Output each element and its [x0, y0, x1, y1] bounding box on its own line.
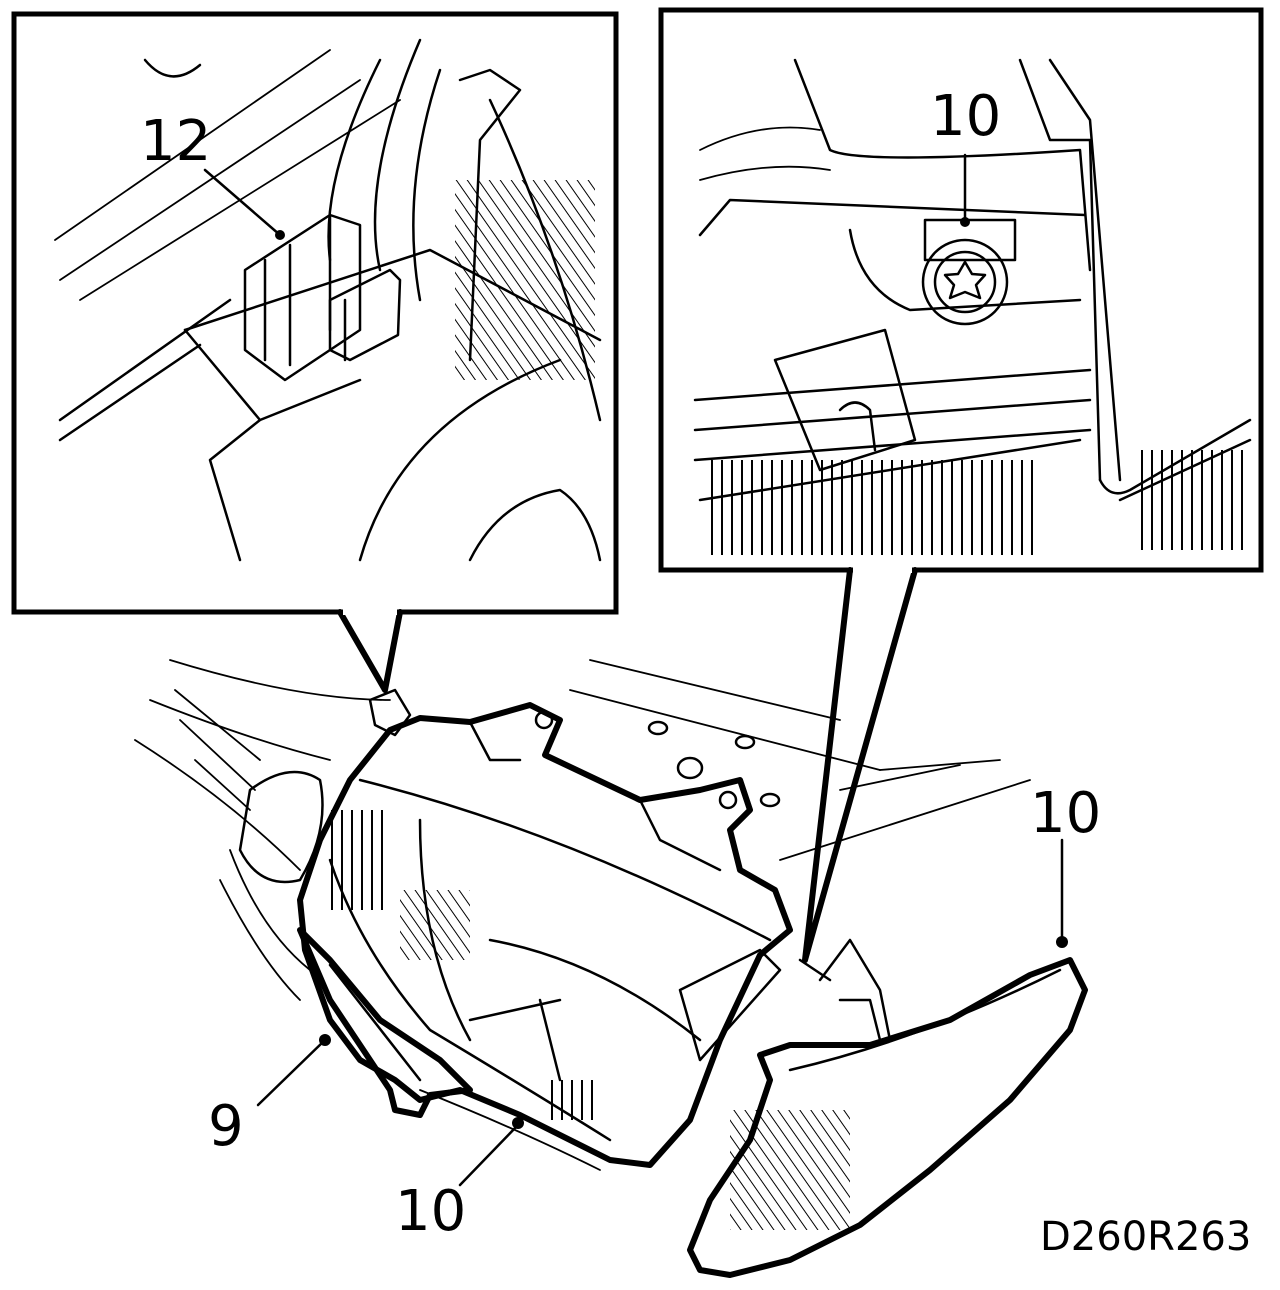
clip-component [243, 213, 402, 382]
headlight-unit [297, 688, 793, 1168]
clip-inset-pointer [337, 609, 403, 693]
clip-inset-frame [11, 11, 619, 615]
corner-lamp [687, 938, 1088, 1278]
label-10-lower: 10 [395, 1179, 466, 1244]
lower-hatched-edge [710, 460, 1040, 555]
corner-lamp-shading [730, 1110, 850, 1230]
label-9: 9 [208, 1094, 244, 1159]
leader-line-9 [256, 1038, 327, 1107]
leader-line-12 [203, 168, 282, 237]
label-12: 12 [140, 109, 211, 174]
car-front-body [134, 659, 1031, 1171]
screw-detail-inset: 10 [658, 7, 1264, 963]
screw-inset-frame [658, 7, 1264, 573]
lens-shading-low [550, 1080, 600, 1120]
lens-shading-left [330, 810, 390, 910]
mounting-bracket [297, 927, 473, 1118]
label-10-corner: 10 [1030, 781, 1101, 846]
clip-detail-inset: 12 [11, 11, 619, 693]
screw-detail-drawing: 10 [693, 58, 1252, 555]
screw-inset-pointer [802, 567, 918, 963]
clip-detail-drawing: 12 [54, 38, 602, 562]
torx-screw [921, 218, 1017, 326]
right-hatched-edge [1140, 450, 1250, 550]
leader-dot-12 [275, 230, 285, 240]
label-10-inset: 10 [930, 84, 1001, 149]
figure-code: D260R263 [1040, 1214, 1251, 1260]
hatched-surface [455, 180, 595, 380]
main-assembly-view: 10 9 10 [134, 659, 1101, 1278]
leader-line-10-lower [458, 1123, 520, 1187]
lens-shading-mid [400, 890, 470, 960]
